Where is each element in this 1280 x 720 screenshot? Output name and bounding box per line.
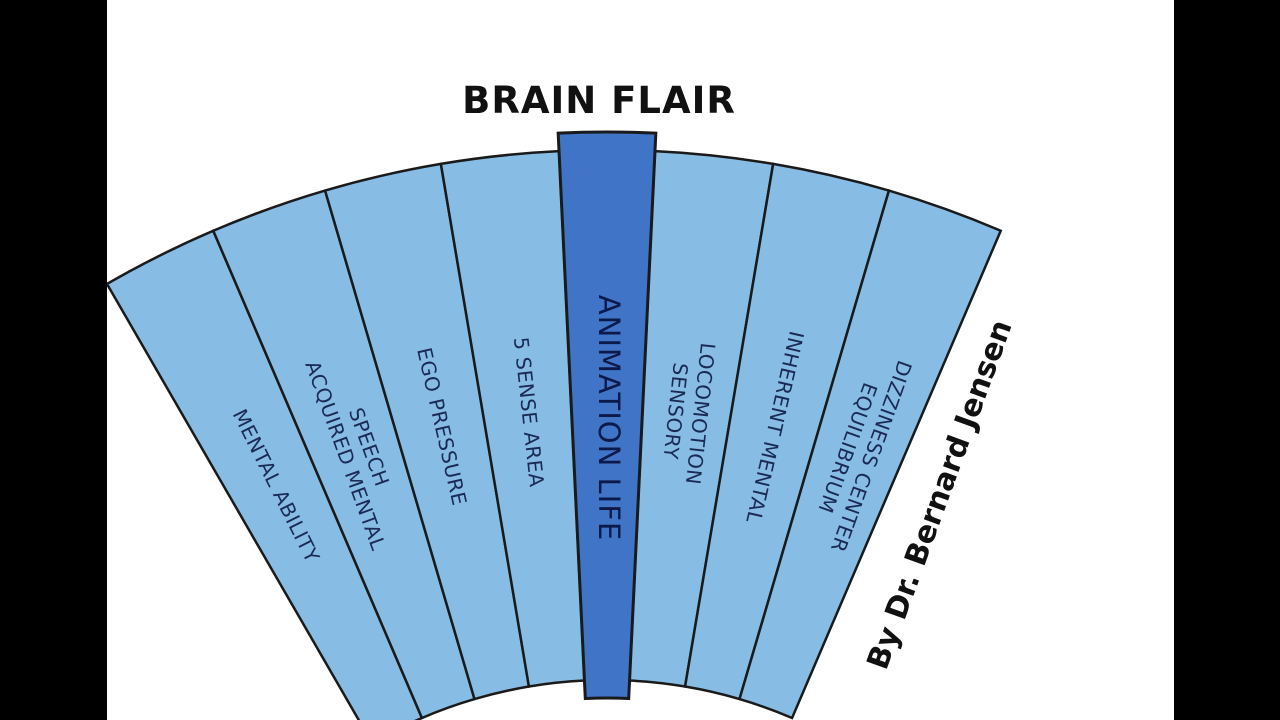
fan-segment-center — [556, 130, 658, 701]
diagram-title: BRAIN FLAIR — [462, 79, 736, 122]
fan-segment — [737, 189, 1003, 720]
fan-segments — [107, 130, 1003, 720]
center-segment-label: ANIMATION LIFE — [592, 295, 626, 541]
